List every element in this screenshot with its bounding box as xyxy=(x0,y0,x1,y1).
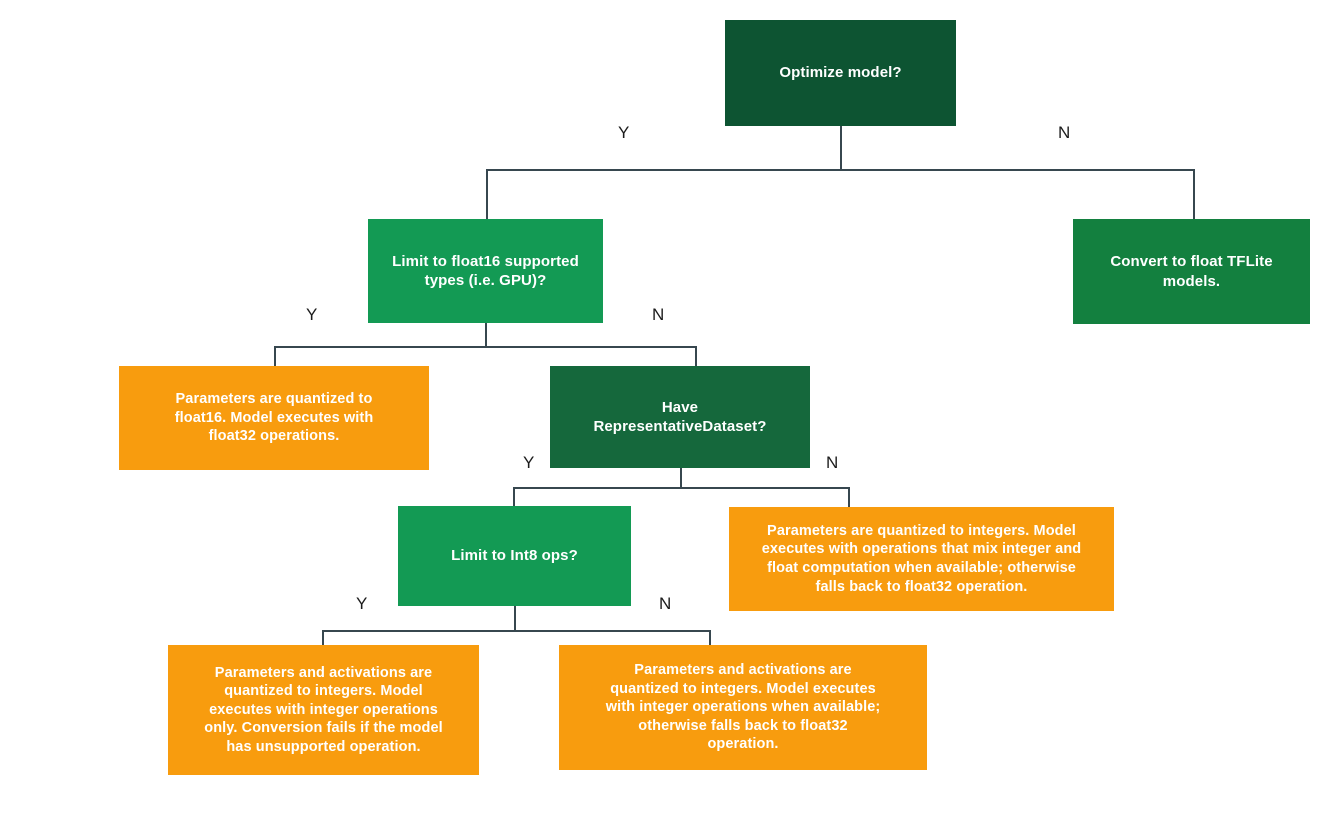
connector-int8-branch-no xyxy=(709,630,711,646)
node-optimize-model[interactable]: Optimize model? xyxy=(725,20,956,126)
edge-label-float16-yes: Y xyxy=(306,305,318,324)
edge-label-int8-yes: Y xyxy=(356,594,368,613)
node-label-result-mixed-integer-float: Parameters are quantized to integers. Mo… xyxy=(761,522,1082,595)
edge-label-float16-no: N xyxy=(652,305,665,324)
node-label-result-integer-fallback: Parameters and activations are quantized… xyxy=(605,662,881,753)
node-label-convert-float-tflite: Convert to float TFLite models. xyxy=(1110,253,1273,290)
node-result-integer-only[interactable]: Parameters and activations are quantized… xyxy=(168,645,479,775)
connector-optimize-bus xyxy=(486,169,1195,171)
node-label-result-float16: Parameters are quantized to float16. Mod… xyxy=(174,391,374,445)
connector-dataset-stem xyxy=(680,468,682,488)
connector-dataset-branch-yes xyxy=(513,487,515,508)
connector-optimize-stem xyxy=(840,126,842,171)
connector-float16-branch-no xyxy=(695,346,697,367)
node-result-float16[interactable]: Parameters are quantized to float16. Mod… xyxy=(119,366,429,470)
edge-label-dataset-no: N xyxy=(826,453,839,472)
connector-int8-bus xyxy=(322,630,711,632)
connector-float16-bus xyxy=(274,346,697,348)
node-label-have-representative-dataset: Have RepresentativeDataset? xyxy=(593,398,767,435)
connector-dataset-bus xyxy=(513,487,850,489)
connector-optimize-branch-no xyxy=(1193,169,1195,220)
node-result-mixed-integer-float[interactable]: Parameters are quantized to integers. Mo… xyxy=(729,507,1114,611)
edge-label-optimize-no: N xyxy=(1058,123,1071,142)
node-result-integer-fallback[interactable]: Parameters and activations are quantized… xyxy=(559,645,927,770)
node-convert-float-tflite[interactable]: Convert to float TFLite models. xyxy=(1073,219,1310,324)
node-label-limit-int8-ops: Limit to Int8 ops? xyxy=(451,547,578,565)
edge-label-int8-no: N xyxy=(659,594,672,613)
node-limit-float16[interactable]: Limit to float16 supported types (i.e. G… xyxy=(368,219,603,323)
edge-label-dataset-yes: Y xyxy=(523,453,535,472)
node-label-optimize-model: Optimize model? xyxy=(779,64,902,82)
connector-int8-stem xyxy=(514,606,516,631)
connector-float16-branch-yes xyxy=(274,346,276,367)
node-label-limit-float16: Limit to float16 supported types (i.e. G… xyxy=(392,252,579,289)
connector-float16-stem xyxy=(485,323,487,347)
node-have-representative-dataset[interactable]: Have RepresentativeDataset? xyxy=(550,366,810,468)
node-limit-int8-ops[interactable]: Limit to Int8 ops? xyxy=(398,506,631,606)
node-label-result-integer-only: Parameters and activations are quantized… xyxy=(204,664,443,755)
connector-dataset-branch-no xyxy=(848,487,850,508)
edge-label-optimize-yes: Y xyxy=(618,123,630,142)
connector-int8-branch-yes xyxy=(322,630,324,646)
connector-optimize-branch-yes xyxy=(486,169,488,220)
